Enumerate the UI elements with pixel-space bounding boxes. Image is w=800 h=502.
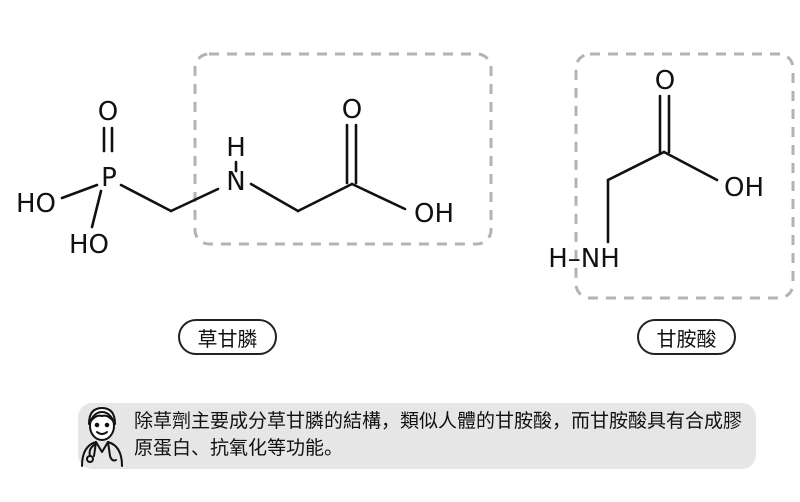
glyphosate-name-label: 草甘膦: [178, 319, 277, 355]
glyphosate-phosphoryl-oxygen: O: [98, 97, 118, 127]
glycine-amine-highlight: [574, 52, 795, 300]
glyphosate-glycine-highlight: [193, 52, 493, 246]
glyphosate-carbonyl-oxygen: O: [342, 95, 362, 125]
glycine-bonds: [606, 94, 719, 244]
glycine-carbonyl-oxygen: O: [655, 66, 675, 96]
glyphosate-hydroxyl-upper: HO: [16, 189, 56, 219]
glyphosate-phosphorus: P: [101, 163, 117, 193]
note-box: [78, 403, 756, 469]
glyphosate-carboxyl-hydroxyl: OH: [414, 199, 454, 229]
note-text: 除草劑主要成分草甘膦的結構，類似人體的甘胺酸，而甘胺酸具有合成膠原蛋白、抗氧化等…: [134, 410, 743, 459]
glyphosate-nitrogen: N: [226, 167, 245, 197]
glyphosate-amine-hydrogen: H: [226, 133, 246, 163]
glyphosate-bonds: [60, 123, 407, 229]
glyphosate-hydroxyl-lower: HO: [69, 230, 109, 260]
glycine-name-label: 甘胺酸: [637, 319, 736, 355]
glycine-carboxyl-hydroxyl: OH: [724, 173, 764, 203]
glycine-amine-group: H–NH: [548, 244, 620, 274]
doctor-icon: [81, 407, 123, 467]
